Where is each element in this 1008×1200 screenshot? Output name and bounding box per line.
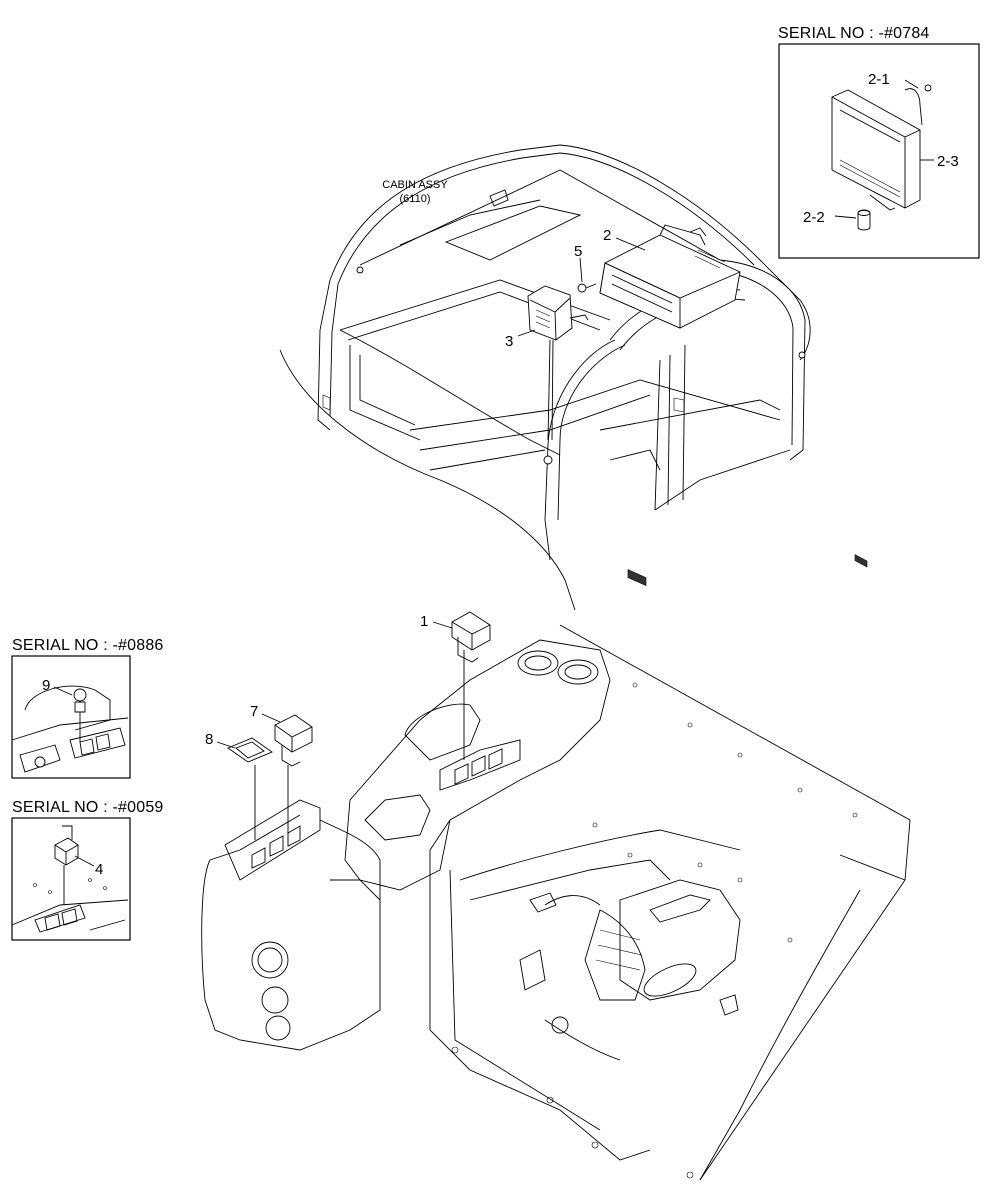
- radio-variant-drawing: [831, 84, 932, 568]
- radio-unit: [599, 224, 741, 587]
- detail-0059-drawing: [11, 825, 129, 933]
- serial-label-0059: SERIAL NO : -#0059: [12, 799, 164, 816]
- callout-4: 4: [95, 861, 103, 878]
- console-drawing: [201, 624, 911, 1181]
- callout-2-1: 2-1: [868, 71, 890, 88]
- detail-0886-drawing: [11, 685, 129, 773]
- switch-part-1: [451, 611, 491, 760]
- leader-lines: [53, 79, 934, 867]
- inset-box-0886: [11, 655, 131, 779]
- speaker: [527, 285, 589, 441]
- callout-2-3: 2-3: [937, 153, 959, 170]
- cabin-assy-code: (6110): [400, 193, 431, 205]
- cabin-assy-title: CABIN ASSY: [382, 179, 448, 191]
- cabin-roof-drawing: [279, 144, 811, 611]
- serial-label-0784: SERIAL NO : -#0784: [778, 25, 930, 42]
- callout-2: 2: [603, 227, 611, 244]
- plate-part-8: [227, 737, 273, 840]
- callout-9: 9: [42, 677, 50, 694]
- callout-3: 3: [505, 333, 513, 350]
- inset-box-0059: [11, 817, 131, 941]
- screw: [577, 283, 597, 293]
- switch-part-7: [274, 714, 313, 835]
- serial-label-0886: SERIAL NO : -#0886: [12, 637, 164, 654]
- callout-8: 8: [205, 731, 213, 748]
- callout-1: 1: [420, 613, 428, 630]
- callout-5: 5: [574, 243, 582, 260]
- callout-7: 7: [250, 703, 258, 720]
- callout-2-2: 2-2: [803, 209, 825, 226]
